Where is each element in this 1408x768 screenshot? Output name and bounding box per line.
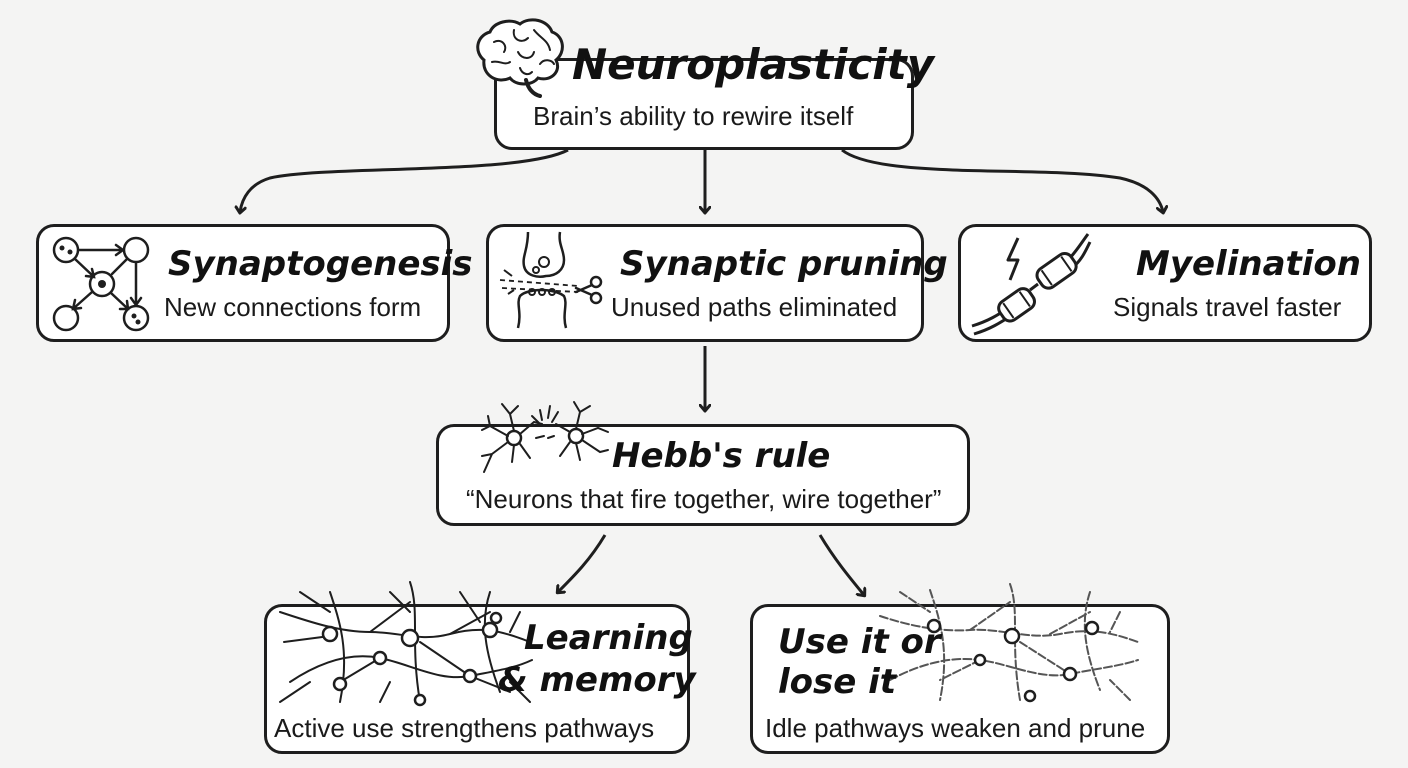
fading-neural-network-icon bbox=[879, 583, 1139, 703]
synaptic-pruning-title: Synaptic pruning bbox=[620, 244, 948, 284]
use-it-or-lose-it-title-line1: Use it or bbox=[778, 622, 941, 662]
myelinated-axon-icon bbox=[971, 233, 1092, 336]
myelination-title: Myelination bbox=[1136, 244, 1361, 284]
use-it-or-lose-it-node bbox=[750, 604, 1170, 754]
synaptogenesis-node bbox=[36, 224, 450, 342]
synaptogenesis-title: Synaptogenesis bbox=[168, 244, 473, 284]
arrow-root-to-synaptogenesis bbox=[240, 148, 569, 212]
network-nodes-icon bbox=[52, 236, 150, 332]
brain-icon bbox=[476, 18, 564, 98]
myelination-subtitle: Signals travel faster bbox=[1113, 292, 1342, 322]
arrow-hebb-to-learning bbox=[558, 534, 607, 592]
dense-neural-network-icon bbox=[279, 581, 533, 707]
use-it-or-lose-it-subtitle: Idle pathways weaken and prune bbox=[765, 713, 1146, 743]
root-node bbox=[494, 58, 914, 150]
learning-memory-title-line2: & memory bbox=[498, 660, 696, 700]
synaptogenesis-subtitle: New connections form bbox=[164, 292, 422, 322]
synapse-scissors-icon bbox=[499, 231, 603, 329]
root-title: Neuroplasticity bbox=[572, 40, 935, 89]
root-subtitle: Brain’s ability to rewire itself bbox=[533, 101, 854, 131]
learning-memory-subtitle: Active use strengthens pathways bbox=[274, 713, 655, 743]
use-it-or-lose-it-title-line2: lose it bbox=[778, 662, 897, 702]
hebbs-rule-quote: “Neurons that fire together, wire togeth… bbox=[466, 484, 942, 514]
arrow-hebb-to-useit bbox=[818, 534, 864, 595]
firing-neurons-icon bbox=[481, 401, 609, 473]
learning-memory-title-line1: Learning bbox=[524, 618, 693, 658]
arrow-root-to-myelination bbox=[841, 148, 1163, 212]
myelination-node bbox=[958, 224, 1372, 342]
hebbs-rule-node bbox=[436, 424, 970, 526]
synaptic-pruning-subtitle: Unused paths eliminated bbox=[611, 292, 898, 322]
hebbs-rule-title: Hebb's rule bbox=[612, 436, 831, 476]
